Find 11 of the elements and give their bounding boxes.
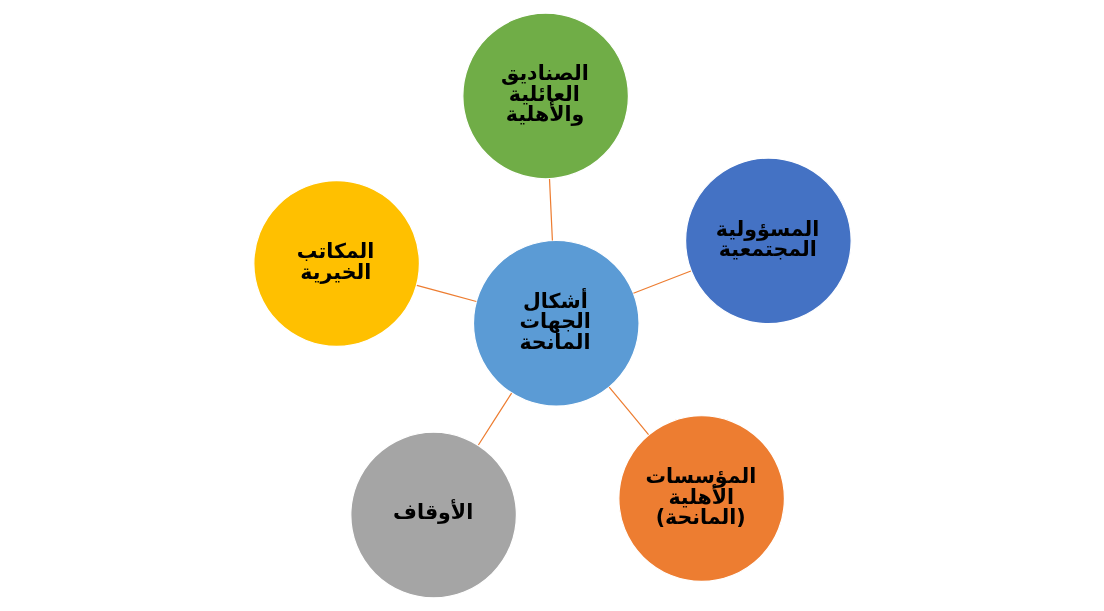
connector	[415, 284, 477, 303]
connector	[632, 270, 691, 294]
node-circle: الأوقاف	[349, 431, 517, 599]
connector	[548, 178, 553, 242]
node-circle: الصناديق العائلية والأهلية	[461, 12, 629, 180]
node-circle: المسؤولية المجتمعية	[684, 157, 852, 325]
node-circle: أشكال الجهات المانحة	[472, 239, 640, 407]
node-circle: المكاتب الخيرية	[252, 180, 420, 347]
connector	[477, 392, 512, 446]
connector	[608, 386, 649, 436]
node-circle: المؤسسات الأهلية (المانحة)	[617, 415, 785, 582]
